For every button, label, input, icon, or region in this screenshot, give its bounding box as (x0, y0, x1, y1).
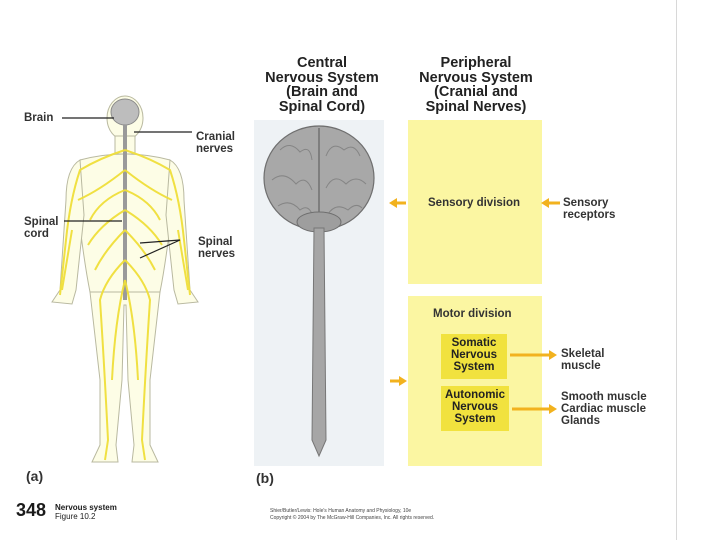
credit-line-1: Shier/Butler/Lewis: Hole's Human Anatomy… (270, 508, 411, 514)
credit-line-2: Copyright © 2004 by The McGraw-Hill Comp… (270, 515, 434, 521)
section-title: Nervous system (55, 503, 117, 512)
page-number: 348 (16, 500, 46, 520)
figure-number: Figure 10.2 (55, 512, 95, 521)
